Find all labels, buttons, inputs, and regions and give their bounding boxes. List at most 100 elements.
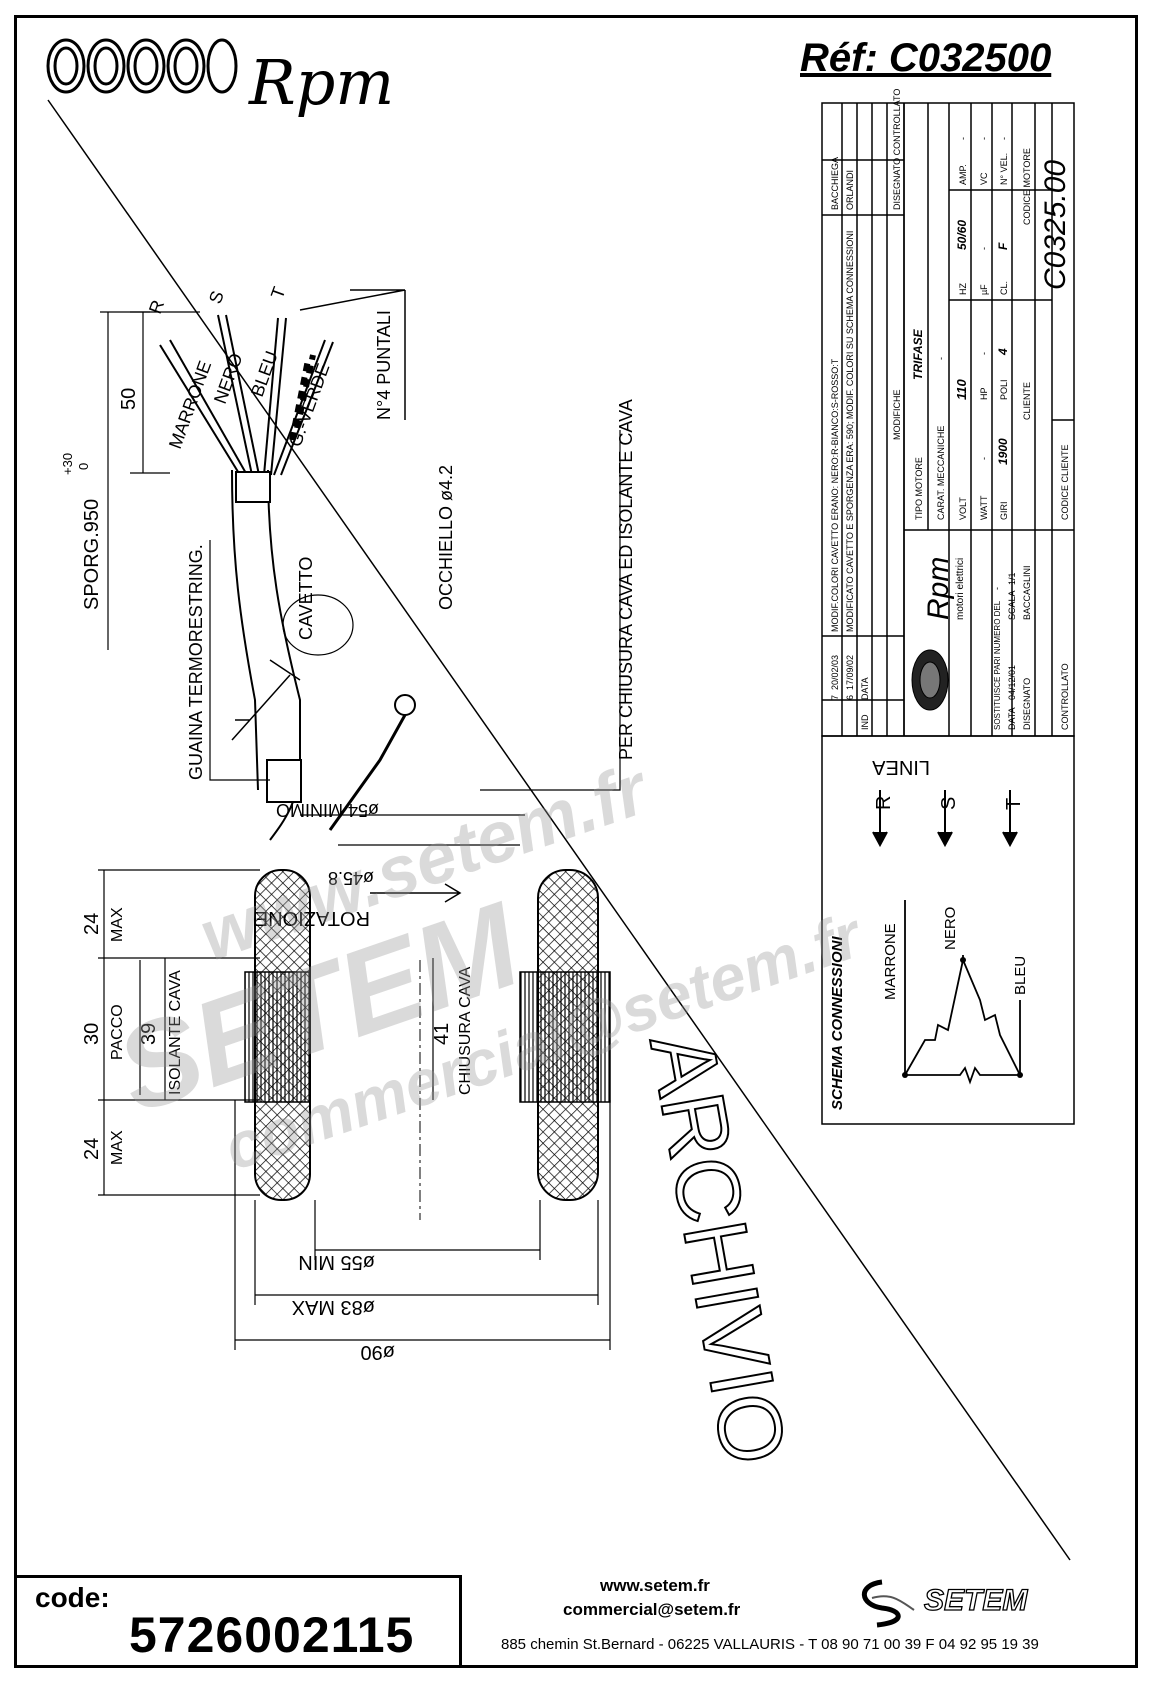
chiusura-cava-label: CHIUSURA CAVA — [457, 966, 474, 1095]
setem-logo-text: SETEM — [924, 1584, 1028, 1617]
dim-24-bot: 24 — [81, 1138, 103, 1160]
svg-text:F: F — [996, 242, 1010, 250]
wire-t-label: T — [267, 284, 290, 301]
wire-s-label: S — [205, 288, 228, 306]
svg-text:6: 6 — [845, 695, 855, 700]
wire-r-label: R — [145, 297, 168, 316]
cavetto-label: CAVETTO — [296, 557, 316, 640]
archivio-stamp: ARCHIVIO — [630, 1026, 804, 1472]
dim-24-top: 24 — [81, 913, 103, 935]
archive-diagonal-line — [47, 99, 1071, 1561]
coil-logo-icon — [46, 38, 238, 94]
svg-text:SOSTITUISCE PARI NUMERO DEL: SOSTITUISCE PARI NUMERO DEL — [993, 600, 1002, 730]
svg-text:20/02/03: 20/02/03 — [830, 655, 840, 690]
delta-schematic — [904, 900, 1021, 1085]
code-value: 5726002115 — [129, 1607, 415, 1663]
setem-swirl-icon: SETEM — [861, 1579, 1029, 1628]
svg-text:110: 110 — [954, 379, 969, 400]
svg-text:DATA: DATA — [860, 677, 870, 700]
svg-text:-: - — [992, 587, 1002, 590]
svg-text:µF: µF — [979, 284, 989, 295]
svg-text:7: 7 — [830, 695, 840, 700]
svg-text:HP: HP — [979, 387, 989, 400]
svg-text:HZ: HZ — [958, 283, 968, 295]
max-bot-label: MAX — [109, 1130, 126, 1165]
d45-label: ø45.8 — [328, 868, 374, 888]
svg-text:4: 4 — [996, 348, 1010, 356]
schema-marrone-label: MARRONE — [882, 923, 899, 1000]
setem-logo: SETEM — [852, 1570, 1122, 1630]
svg-text:04/12/01: 04/12/01 — [1007, 665, 1017, 700]
svg-text:DATA: DATA — [1007, 707, 1017, 730]
winding-right — [537, 869, 599, 1201]
occhiello-label: OCCHIELLO ø4.2 — [436, 465, 456, 610]
schema-bleu-label: BLEU — [1012, 956, 1029, 995]
svg-text:17/09/02: 17/09/02 — [845, 655, 855, 690]
pacco-label: PACCO — [109, 1004, 126, 1060]
sporg-tol-zero: 0 — [76, 463, 91, 470]
dim-39: 39 — [138, 1023, 160, 1045]
footer-address: 885 chemin St.Bernard - 06225 VALLAURIS … — [501, 1636, 1039, 1653]
line-s-label: S — [938, 797, 960, 810]
codice-motore-value: C0325.00 — [1039, 160, 1072, 290]
svg-text:WATT: WATT — [979, 495, 989, 520]
svg-text:IND: IND — [860, 714, 870, 730]
brand-name: Rpm — [249, 46, 395, 119]
svg-text:-: - — [979, 352, 989, 355]
max83-label: ø83 MAX — [292, 1296, 375, 1318]
svg-text:TRIFASE: TRIFASE — [911, 328, 925, 380]
footer-website[interactable]: www.setem.fr — [600, 1576, 710, 1595]
svg-text:ORLANDI: ORLANDI — [845, 170, 855, 210]
winding-left — [254, 869, 311, 1201]
title-block-lines — [821, 102, 1075, 1125]
reference-number: Réf: C032500 — [800, 36, 1052, 80]
svg-text:-: - — [999, 137, 1009, 140]
svg-text:MODIF.COLORI CAVETTO ERANO: NE: MODIF.COLORI CAVETTO ERANO: NERO:R-BIANC… — [830, 358, 840, 632]
code-label: code: — [35, 1582, 110, 1613]
guaina-label: GUAINA TERMORESTRING. — [186, 544, 206, 780]
dim-30: 30 — [81, 1023, 103, 1045]
svg-text:CONTROLLATO: CONTROLLATO — [1060, 663, 1070, 730]
d90-label: ø90 — [361, 1341, 395, 1363]
min55-label: ø55 MIN — [298, 1251, 375, 1273]
svg-text:DISEGNATO: DISEGNATO — [1022, 678, 1032, 730]
dim-41: 41 — [431, 1023, 453, 1045]
rpm-logo: Rpm — [44, 30, 394, 114]
per-chiusura-label: PER CHIUSURA CAVA ED ISOLANTE CAVA — [616, 399, 636, 760]
title-block-texts: 7 20/02/03 MODIF.COLORI CAVETTO ERANO: N… — [830, 89, 1072, 730]
svg-text:-: - — [979, 457, 989, 460]
drawing-frame — [14, 15, 1138, 1668]
svg-text:CL.: CL. — [999, 281, 1009, 295]
isolante-cava-label: ISOLANTE CAVA — [167, 970, 184, 1095]
svg-text:DISEGNATO CONTROLLATO: DISEGNATO CONTROLLATO — [892, 89, 902, 210]
svg-text:-: - — [936, 357, 946, 360]
footer-email[interactable]: commercial@setem.fr — [563, 1600, 741, 1619]
gverde-label: G.-VERDE — [285, 361, 334, 450]
svg-text:50/60: 50/60 — [955, 220, 969, 250]
svg-text:motori elettrici: motori elettrici — [955, 558, 966, 620]
svg-text:CLIENTE: CLIENTE — [1022, 382, 1032, 420]
sporg-tol-plus: +30 — [60, 453, 75, 475]
svg-text:VC: VC — [979, 172, 989, 185]
wire-bundle — [159, 314, 334, 841]
svg-text:CODICE CLIENTE: CODICE CLIENTE — [1060, 444, 1070, 520]
svg-text:SCALA: SCALA — [1007, 590, 1017, 620]
svg-text:-: - — [979, 247, 989, 250]
dim-50-label: 50 — [118, 388, 140, 410]
product-code-box: code: 5726002115 — [14, 1575, 462, 1668]
title-block-brand: Rpm — [922, 557, 955, 620]
title-block-coil-icon — [911, 649, 949, 711]
svg-text:1/1: 1/1 — [1007, 572, 1017, 585]
svg-text:GIRI: GIRI — [999, 501, 1009, 520]
max-top-label: MAX — [109, 907, 126, 942]
svg-text:N° VEL.: N° VEL. — [999, 153, 1009, 185]
puntali-label: N°4 PUNTALI — [374, 310, 394, 420]
svg-text:-: - — [979, 137, 989, 140]
bleu-label: BLEU — [247, 348, 282, 399]
schema-nero-label: NERO — [942, 907, 959, 950]
svg-text:BACCHIEGA: BACCHIEGA — [830, 157, 840, 210]
svg-text:VOLT: VOLT — [958, 497, 968, 520]
svg-text:AMP.: AMP. — [958, 164, 968, 185]
sporg-label: SPORG.950 — [81, 499, 103, 610]
